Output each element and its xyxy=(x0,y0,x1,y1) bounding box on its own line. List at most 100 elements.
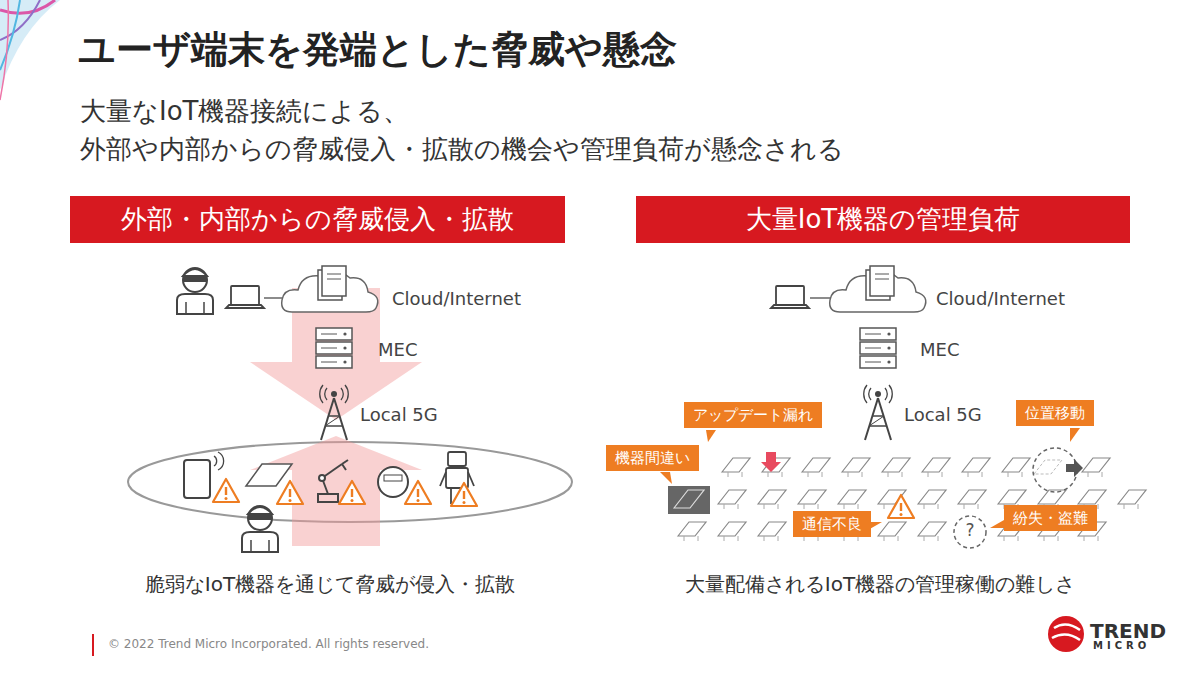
drawing-part xyxy=(718,490,746,504)
drawing-part xyxy=(888,472,902,477)
drawing-part xyxy=(928,472,942,477)
drawing-part xyxy=(962,458,990,477)
drawing-part xyxy=(684,536,698,541)
drawing-part xyxy=(924,536,938,541)
drawing-part xyxy=(888,495,914,518)
drawing-part xyxy=(1082,458,1110,477)
copyright-footer: © 2022 Trend Micro Incorporated. All rig… xyxy=(108,637,429,651)
drawing-part xyxy=(808,472,822,477)
drawing-part xyxy=(282,266,378,312)
drawing-part xyxy=(226,286,264,308)
drawing-part xyxy=(798,490,826,509)
drawing-part xyxy=(884,536,898,541)
drawing-part xyxy=(706,430,716,442)
move-arrow xyxy=(1066,459,1083,477)
left-panel-art xyxy=(128,266,572,552)
drawing-part xyxy=(1088,472,1102,477)
logo-text: MICRO xyxy=(1093,640,1150,652)
drawing-part xyxy=(214,452,224,470)
network-label: Cloud/Internet xyxy=(392,288,521,310)
drawing-part xyxy=(242,506,278,552)
drawing-part xyxy=(384,475,402,481)
drawing-part xyxy=(998,490,1026,504)
panel-caption: 大量配備されるIoT機器の管理稼働の難しさ xyxy=(685,572,1075,596)
drawing-part xyxy=(177,268,213,314)
footer-bar xyxy=(92,634,94,656)
iot-device-grid xyxy=(678,458,1146,541)
drawing-part xyxy=(878,522,906,536)
drawing-part xyxy=(918,490,946,504)
drawing-part xyxy=(1048,616,1084,652)
drawing-part xyxy=(924,504,938,509)
drawing-part xyxy=(758,522,786,536)
drawing-part xyxy=(798,490,826,504)
drawing-part xyxy=(319,475,325,481)
wrong-device xyxy=(668,486,710,514)
right-panel-art xyxy=(660,266,1146,548)
drawing-part xyxy=(918,490,946,509)
drawing-part xyxy=(860,328,896,368)
panel-caption: 脆弱なIoT機器を通じて脅威が侵入・拡散 xyxy=(145,572,515,596)
drawing-part xyxy=(678,522,706,541)
drawing-part xyxy=(724,504,738,509)
drawing-part xyxy=(958,490,986,509)
drawing-part xyxy=(718,522,746,536)
issue-callout: アップデート漏れ xyxy=(684,402,822,428)
drawing-part xyxy=(0,0,20,70)
drawing-part xyxy=(964,504,978,509)
drawing-part xyxy=(468,472,474,486)
subtitle-line: 外部や内部からの脅威侵入・拡散の機会や管理負荷が懸念される xyxy=(80,134,844,165)
drawing-part xyxy=(882,458,910,472)
drawing-part xyxy=(882,458,910,477)
drawing-part xyxy=(342,460,348,470)
drawing-part xyxy=(724,536,738,541)
section-band: 外部・内部からの脅威侵入・拡散 xyxy=(70,196,565,243)
drawing-part xyxy=(758,522,786,541)
drawing-part xyxy=(758,490,786,504)
drawing-part xyxy=(722,458,750,477)
drawing-part xyxy=(339,481,365,504)
node-text: 紛失・盗難 xyxy=(1013,509,1088,527)
drawing-part xyxy=(448,452,466,466)
issue-callout: 機器間違い xyxy=(606,445,699,471)
drawing-part xyxy=(764,536,778,541)
drawing-part xyxy=(378,467,408,497)
drawing-part xyxy=(918,522,946,541)
drawing-part xyxy=(830,266,926,312)
node-text: 位置移動 xyxy=(1025,404,1085,422)
drawing-part xyxy=(878,522,906,541)
drawing-part xyxy=(678,522,706,536)
drawing-part xyxy=(1002,458,1030,477)
drawing-part xyxy=(864,385,893,440)
update-arrow xyxy=(761,452,781,472)
drawing-part xyxy=(1070,428,1080,442)
drawing-part xyxy=(1084,536,1098,541)
corner-splash xyxy=(0,0,60,100)
drawing-part xyxy=(660,472,672,484)
drawing-part xyxy=(451,483,477,506)
drawing-part xyxy=(1082,458,1110,472)
network-label: Local 5G xyxy=(360,404,438,426)
drawing-part xyxy=(718,522,746,541)
drawing-part xyxy=(250,436,422,546)
drawing-part xyxy=(844,504,858,509)
drawing-part xyxy=(802,458,830,472)
drawing-part xyxy=(316,328,352,368)
drawing-part xyxy=(842,458,870,477)
drawing-part xyxy=(838,490,866,509)
drawing-part xyxy=(922,458,950,472)
drawing-part xyxy=(246,464,292,486)
drawing-part xyxy=(1034,460,1062,474)
section-band: 大量IoT機器の管理負荷 xyxy=(636,196,1130,243)
drawing-part xyxy=(213,479,239,502)
drawing-part xyxy=(1052,624,1080,640)
drawing-part xyxy=(722,458,750,472)
drawing-part xyxy=(768,472,782,477)
drawing-part xyxy=(1118,490,1146,504)
issue-callout: 紛失・盗難 xyxy=(1004,505,1097,531)
drawing-part xyxy=(1002,458,1030,472)
drawing-part xyxy=(954,516,986,548)
meter-icon xyxy=(378,467,408,497)
drawing-part xyxy=(0,0,8,100)
drawing-part xyxy=(848,472,862,477)
